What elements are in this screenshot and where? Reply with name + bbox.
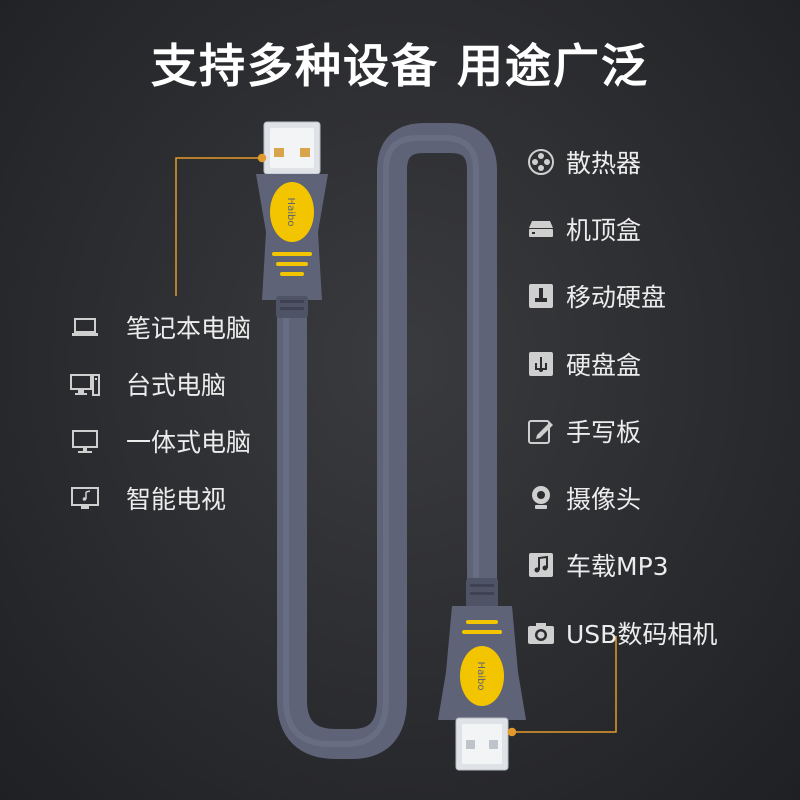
usb-connector-top: Haibo bbox=[256, 121, 328, 318]
device-label: 一体式电脑 bbox=[126, 427, 252, 457]
cable-logo-text-top: Haibo bbox=[285, 198, 296, 227]
list-item-cooler: 散热器 bbox=[526, 128, 717, 195]
portable-drive-icon bbox=[526, 281, 556, 311]
desktop-pc-icon bbox=[70, 369, 100, 399]
laptop-icon bbox=[70, 312, 100, 342]
device-label: 手写板 bbox=[566, 417, 642, 447]
device-label: 硬盘盒 bbox=[566, 350, 642, 380]
set-top-box-icon bbox=[526, 214, 556, 244]
smart-tv-icon bbox=[70, 483, 100, 513]
list-item-tablet: 手写板 bbox=[526, 397, 717, 464]
list-item-webcam: 摄像头 bbox=[526, 464, 717, 531]
device-label: USB数码相机 bbox=[566, 619, 718, 649]
tablet-pen-icon bbox=[526, 416, 556, 446]
right-device-list: 散热器 机顶盒 移动硬盘 硬盘盒 手写板 摄像头 车载MP3 bbox=[526, 128, 717, 666]
camera-icon bbox=[526, 618, 556, 648]
usb-connector-bottom: Haibo bbox=[438, 578, 526, 771]
leader-line-right bbox=[507, 636, 617, 737]
left-device-list: 笔记本电脑 台式电脑 一体式电脑 智能电视 bbox=[70, 298, 251, 526]
list-item-drive-enclosure: 硬盘盒 bbox=[526, 330, 717, 397]
device-label: 台式电脑 bbox=[126, 370, 227, 400]
device-label: 智能电视 bbox=[126, 484, 227, 514]
cable-wire bbox=[277, 123, 497, 759]
cooling-fan-icon bbox=[526, 147, 556, 177]
list-item-car-mp3: 车载MP3 bbox=[526, 532, 717, 599]
list-item-desktop-pc: 台式电脑 bbox=[70, 355, 251, 412]
cable-logo-text-bottom: Haibo bbox=[475, 662, 486, 691]
leader-line-left bbox=[175, 153, 267, 296]
headline: 支持多种设备 用途广泛 bbox=[150, 39, 649, 93]
drive-enclosure-icon bbox=[526, 349, 556, 379]
monitor-icon bbox=[70, 426, 100, 456]
list-item-portable-drive: 移动硬盘 bbox=[526, 263, 717, 330]
music-note-icon bbox=[526, 550, 556, 580]
list-item-laptop: 笔记本电脑 bbox=[70, 298, 251, 355]
list-item-smart-tv: 智能电视 bbox=[70, 469, 251, 526]
device-label: 移动硬盘 bbox=[566, 283, 667, 313]
list-item-usb-camera: USB数码相机 bbox=[526, 599, 717, 666]
device-label: 机顶盒 bbox=[566, 215, 642, 245]
list-item-set-top-box: 机顶盒 bbox=[526, 195, 717, 262]
device-label: 摄像头 bbox=[566, 485, 642, 515]
device-label: 笔记本电脑 bbox=[126, 313, 252, 343]
list-item-all-in-one: 一体式电脑 bbox=[70, 412, 251, 469]
device-label: 车载MP3 bbox=[566, 552, 669, 582]
webcam-icon bbox=[526, 483, 556, 513]
device-label: 散热器 bbox=[566, 148, 642, 178]
